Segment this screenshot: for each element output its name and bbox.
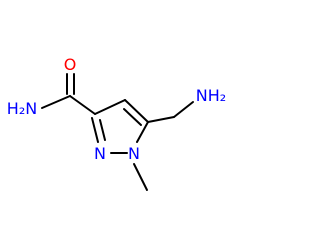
ch2-amine-bond	[173, 101, 194, 118]
ring-c5-n1-bond	[136, 121, 149, 143]
structure-diagram: O H₂N NH₂ N N	[7, 55, 226, 191]
amine-nitrogen-label: NH₂	[196, 86, 226, 105]
ring-nitrogen-2-label: N	[94, 144, 106, 163]
amide-c-n-bond	[41, 95, 71, 109]
ring-c4-c5-inner-bond	[123, 108, 142, 126]
n-methyl-bond	[133, 163, 148, 191]
carbonyl-ring-bond	[69, 95, 96, 115]
ring-c4-c5-bond	[124, 99, 149, 123]
ring-nitrogen-1-label: N	[128, 144, 140, 163]
oxygen-label: O	[64, 55, 77, 74]
amide-nitrogen-label: H₂N	[7, 99, 37, 118]
ring-c3-c4-bond	[94, 99, 126, 115]
ring-ch2-bond	[147, 116, 175, 123]
ring-n2-c3-inner-bond	[99, 119, 106, 141]
bonds	[41, 73, 194, 191]
ring-n2-c3-bond	[91, 117, 99, 143]
